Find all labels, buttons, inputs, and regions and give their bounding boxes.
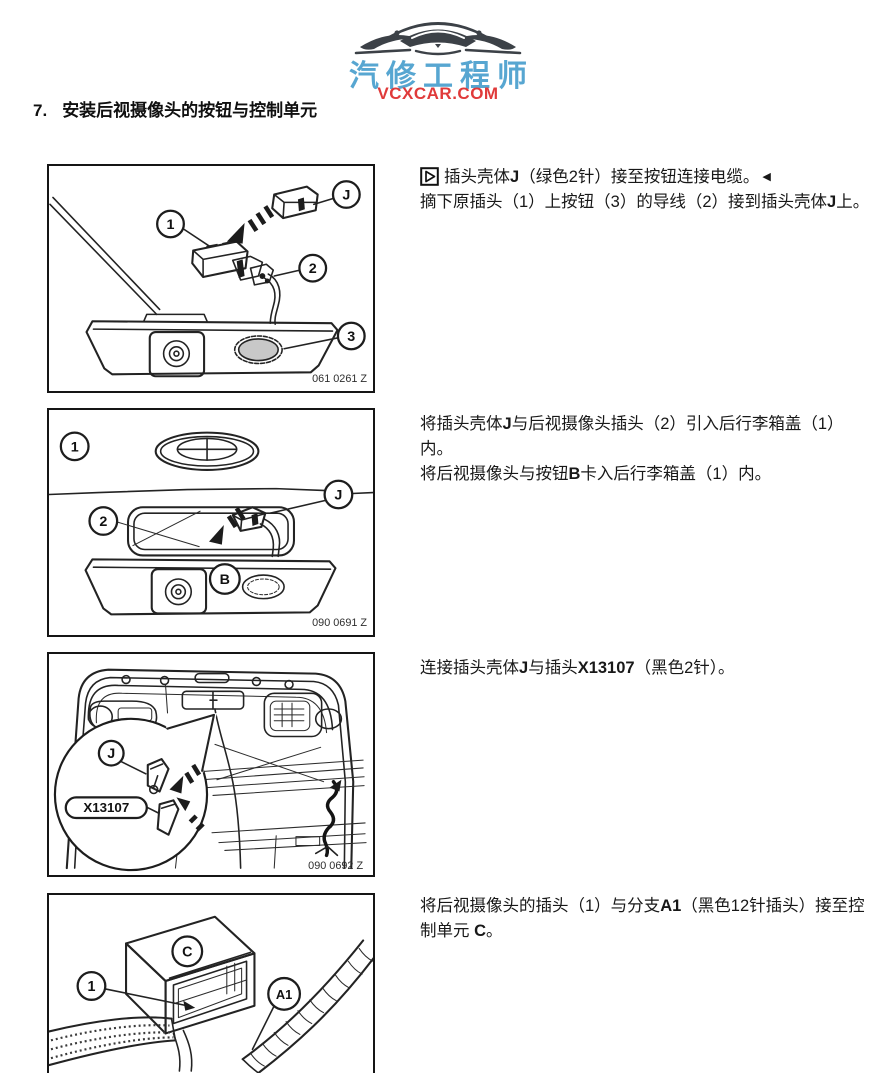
text-segment: 将插头壳体 — [420, 415, 503, 433]
text-segment-bold: J — [510, 168, 520, 186]
text-segment: 摘下原插头（1）上按钮（3）的导线（2）接到插头壳体 — [420, 193, 828, 211]
lid-edge-line-right — [351, 491, 373, 495]
step-2-paragraph-1: 将插头壳体J与后视摄像头插头（2）引入后行李箱盖（1）内。 — [420, 412, 872, 462]
svg-text:1: 1 — [87, 979, 95, 995]
camera-cable — [49, 196, 161, 316]
note-icon — [420, 167, 439, 186]
text-segment: （绿色2针）接至按钮连接电缆。 — [519, 168, 760, 186]
step-4-paragraph-1: 将后视摄像头的插头（1）与分支A1（黑色12针插头）接至控制单元 C。 — [420, 894, 872, 944]
figure-3-illustration: J X13107 090 0692 Z — [53, 668, 367, 872]
svg-text:3: 3 — [347, 329, 355, 345]
text-segment-bold: J — [827, 193, 837, 211]
text-segment: 将后视摄像头的插头（1）与分支 — [420, 897, 661, 915]
text-segment-bold: A1 — [660, 897, 682, 915]
direction-arrow — [226, 205, 275, 244]
heading-number: 7. — [33, 101, 48, 120]
text-segment: 与插头 — [528, 659, 578, 677]
leader-lines — [104, 988, 276, 1051]
figure-step-3: J X13107 090 0692 Z — [47, 652, 375, 877]
step-3-paragraph-1: 连接插头壳体J与插头X13107（黑色2针）。 — [420, 656, 872, 681]
svg-text:B: B — [220, 572, 230, 588]
label-circle-j: J — [323, 479, 354, 510]
svg-text:J: J — [107, 746, 115, 762]
label-circle-j: J — [331, 180, 361, 209]
svg-text:A1: A1 — [276, 987, 292, 1002]
text-segment: 卡入后行李箱盖（1）内。 — [580, 465, 772, 483]
svg-text:X13107: X13107 — [83, 800, 129, 815]
step-1-text: 插头壳体J（绿色2针）接至按钮连接电缆。◀ 摘下原插头（1）上按钮（3）的导线（… — [420, 165, 872, 215]
text-segment-bold: B — [568, 465, 581, 483]
text-segment: （黑色12针插头）接至控制单元 — [420, 897, 865, 940]
svg-text:1: 1 — [167, 217, 175, 233]
text-segment: 连接插头壳体 — [420, 659, 519, 677]
direction-arrow — [209, 507, 246, 545]
svg-text:2: 2 — [309, 261, 317, 277]
svg-text:J: J — [342, 187, 350, 203]
recess-opening — [116, 506, 296, 557]
logo: 汽修工程师 VCXCAR.COM — [0, 0, 876, 104]
braided-cable — [241, 939, 373, 1073]
figure-id: 061 0261 Z — [312, 373, 367, 385]
connector-housing-j — [271, 185, 319, 220]
step-2-paragraph-2: 将后视摄像头与按钮B卡入后行李箱盖（1）内。 — [420, 462, 872, 487]
trunk-grip-strip — [84, 558, 337, 616]
trunk-lid-interior — [65, 668, 367, 870]
heading-title: 安装后视摄像头的按钮与控制单元 — [62, 101, 318, 120]
magnifier-inset — [53, 712, 217, 872]
figure-1-illustration: 1 J 2 3 061 0261 Z — [49, 180, 367, 385]
figure-id: 090 0692 Z — [308, 860, 363, 872]
leader-line-j — [269, 499, 327, 514]
figure-step-1: 1 J 2 3 061 0261 Z — [47, 164, 375, 393]
lid-edge-line — [49, 487, 328, 496]
section-heading: 7. 安装后视摄像头的按钮与控制单元 — [33, 96, 317, 121]
label-circle-j: J — [97, 739, 125, 767]
text-segment: 上。 — [836, 193, 870, 211]
text-segment: 与后视摄像头插头（2）引入后行李箱盖（1）内。 — [420, 415, 844, 458]
corrugated-cable — [49, 1016, 177, 1067]
figure-step-4: C 1 A1 — [47, 893, 375, 1073]
svg-text:J: J — [334, 487, 342, 503]
trunk-emblem — [154, 431, 260, 471]
trunk-grip-strip — [85, 313, 339, 378]
leader-lines — [182, 197, 339, 350]
control-unit-box — [125, 915, 256, 1072]
svg-text:2: 2 — [99, 514, 107, 530]
label-circle-a1: A1 — [267, 976, 302, 1011]
figure-step-2: 1 J 2 B 090 0691 Z — [47, 408, 375, 637]
svg-text:C: C — [182, 944, 192, 960]
text-segment-bold: J — [502, 415, 512, 433]
text-segment: 。 — [486, 922, 503, 940]
paragraph-continue-marker: ◀ — [762, 171, 771, 183]
label-circle-3: 3 — [336, 321, 366, 351]
text-segment-bold: C — [474, 922, 487, 940]
label-circle-1: 1 — [59, 431, 90, 462]
figure-4-illustration: C 1 A1 — [49, 915, 373, 1073]
label-circle-c: C — [171, 935, 204, 968]
label-connector-x13107: X13107 — [64, 796, 148, 820]
text-segment: 将后视摄像头与按钮 — [420, 465, 569, 483]
label-circle-1: 1 — [156, 209, 185, 239]
step-4-text: 将后视摄像头的插头（1）与分支A1（黑色12针插头）接至控制单元 C。 — [420, 894, 872, 944]
text-segment-bold: X13107 — [577, 659, 635, 677]
text-segment: （黑色2针）。 — [634, 659, 735, 677]
text-segment-bold: J — [519, 659, 529, 677]
logo-car-icon — [354, 22, 522, 56]
figure-id: 090 0691 Z — [312, 617, 367, 629]
wiring-harness — [314, 779, 342, 858]
step-1-paragraph-2: 摘下原插头（1）上按钮（3）的导线（2）接到插头壳体J上。 — [420, 190, 872, 215]
label-circle-1: 1 — [76, 970, 107, 1001]
logo-brand-text: 汽修工程师 — [349, 60, 534, 93]
figure-2-illustration: 1 J 2 B 090 0691 Z — [49, 431, 373, 629]
step-3-text: 连接插头壳体J与插头X13107（黑色2针）。 — [420, 656, 872, 681]
original-connector — [191, 240, 281, 325]
svg-text:1: 1 — [71, 439, 79, 455]
label-circle-2: 2 — [88, 506, 119, 536]
label-circle-b: B — [208, 563, 241, 595]
text-segment: 插头壳体 — [444, 168, 510, 186]
step-1-paragraph-1: 插头壳体J（绿色2针）接至按钮连接电缆。◀ — [420, 165, 872, 190]
step-2-text: 将插头壳体J与后视摄像头插头（2）引入后行李箱盖（1）内。 将后视摄像头与按钮B… — [420, 412, 872, 487]
label-circle-2: 2 — [298, 253, 328, 283]
logo-site-text: VCXCAR.COM — [377, 84, 499, 103]
